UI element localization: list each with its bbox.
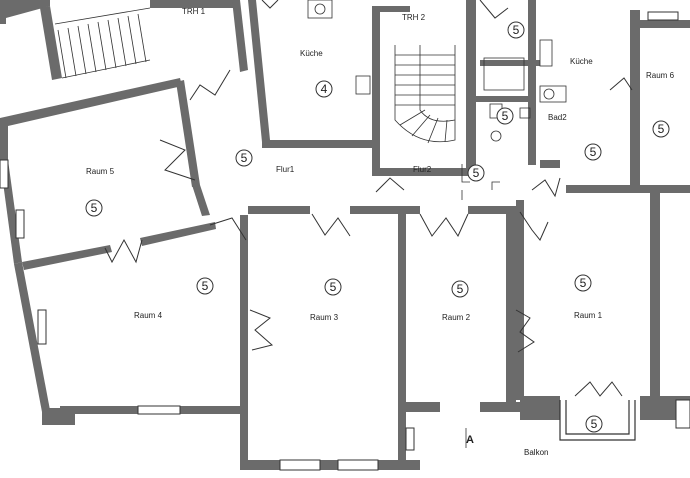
marker-raum5: 5 xyxy=(91,201,98,215)
marker-flur2: 5 xyxy=(473,166,480,180)
marker-balkon: 5 xyxy=(591,417,598,431)
marker-trh2: 5 xyxy=(513,23,520,37)
balkon-outline xyxy=(559,400,636,441)
windows xyxy=(0,11,690,471)
marker-raum1: 5 xyxy=(580,276,587,290)
stairs-trh1 xyxy=(54,7,151,79)
stairs-trh2 xyxy=(394,45,456,144)
raum1-label: Raum 1 xyxy=(574,311,603,320)
raum4-label: Raum 4 xyxy=(134,311,163,320)
raum2-label: Raum 2 xyxy=(442,313,471,322)
fixtures xyxy=(307,0,567,448)
kueche-right-label: Küche xyxy=(570,57,593,66)
marker-kueche-left: 4 xyxy=(321,82,328,96)
bad2-label: Bad2 xyxy=(548,113,567,122)
door-swings xyxy=(104,0,633,397)
trh1-label: TRH 1 xyxy=(182,7,206,16)
trh2-label: TRH 2 xyxy=(402,13,426,22)
raum5-label: Raum 5 xyxy=(86,167,115,176)
room-labels: TRH 1 Küche TRH 2 Küche Raum 6 Raum 5 Fl… xyxy=(86,7,675,457)
flur1-label: Flur1 xyxy=(276,165,295,174)
marker-kueche-right: 5 xyxy=(590,145,597,159)
raum6-label: Raum 6 xyxy=(646,71,675,80)
kueche-left-label: Küche xyxy=(300,49,323,58)
marker-raum4: 5 xyxy=(202,279,209,293)
room-markers xyxy=(85,21,670,433)
marker-flur1: 5 xyxy=(241,151,248,165)
marker-raum6: 5 xyxy=(658,122,665,136)
flur2-label: Flur2 xyxy=(413,165,432,174)
marker-raum2: 5 xyxy=(457,282,464,296)
raum3-label: Raum 3 xyxy=(310,313,339,322)
balkon-label: Balkon xyxy=(524,448,548,457)
marker-bad2: 5 xyxy=(502,109,509,123)
room-marker-numbers: 4 5 5 5 5 5 5 5 5 5 5 5 5 xyxy=(91,23,665,431)
marker-raum3: 5 xyxy=(330,280,337,294)
section-mark: A xyxy=(466,434,474,446)
